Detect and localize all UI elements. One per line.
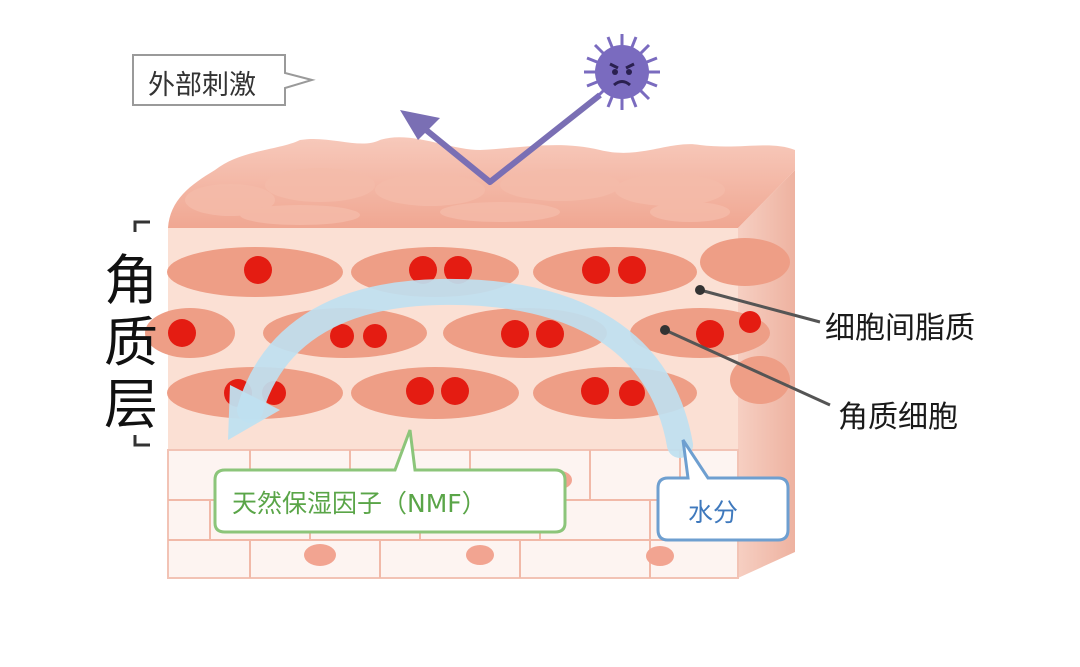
stratum-corneum-char-2: 质 [104, 311, 158, 374]
nmf-label: 天然保湿因子（NMF） [232, 489, 487, 518]
skin-surface [168, 137, 795, 228]
surface-bumps [185, 168, 730, 225]
external-stimulus-callout-box [132, 54, 316, 106]
stimulus-arrowhead [400, 110, 440, 140]
nmf-callout-box [213, 429, 567, 534]
stratum-corneum-bracket-bottom [133, 435, 150, 447]
corneocyte-leader-line [664, 328, 831, 407]
stratum-corneum-bracket-top [133, 220, 150, 232]
water-callout-box [656, 439, 790, 542]
external-stimulus-label: 外部刺激 [148, 70, 256, 101]
stratum-corneum-char-3: 层 [104, 373, 158, 436]
water-label: 水分 [688, 498, 739, 527]
stratum-corneum-label: 角 质 层 [96, 250, 166, 436]
germ-virus-icon [584, 34, 660, 110]
water-flow-arrowhead [228, 385, 280, 440]
lipid-leader-line [699, 288, 821, 324]
water-flow-arrow [237, 278, 693, 458]
corneocyte-label: 角质细胞 [838, 400, 958, 435]
stimulus-arrow [418, 92, 602, 185]
intercellular-lipid-label: 细胞间脂质 [825, 311, 975, 346]
stratum-corneum-char-1: 角 [104, 249, 158, 312]
